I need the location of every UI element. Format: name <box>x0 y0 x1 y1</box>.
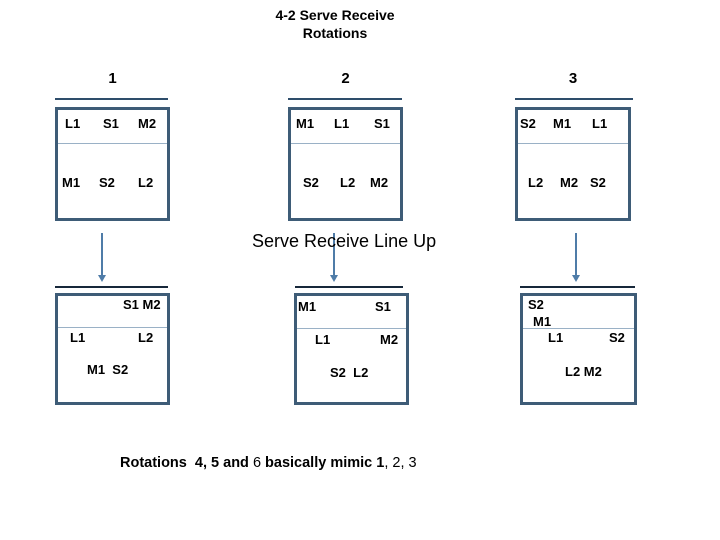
net-line <box>291 143 400 144</box>
player-label: M2 <box>380 332 399 347</box>
player-label: L1 <box>548 330 564 345</box>
lineup-2-court: M1 S1 L1 M2 S2 L2 <box>294 293 409 405</box>
title-line-1: 4-2 Serve Receive <box>275 7 395 23</box>
rotation-3-court: S2 M1 L1 L2 M2 S2 <box>515 107 631 221</box>
net-line <box>518 143 628 144</box>
net-line <box>297 328 406 329</box>
caption-segment: , 2, 3 <box>384 455 417 471</box>
player-label: L2 <box>138 330 154 345</box>
bottom-caption: Rotations 4, 5 and 6 basically mimic 1, … <box>120 455 417 471</box>
player-label: M1 <box>296 116 315 131</box>
player-label: M1 <box>298 299 317 314</box>
lineup-3-court: S2 M1 L1 S2 L2 M2 <box>520 293 637 405</box>
player-label: S1 <box>375 299 391 314</box>
player-label: L1 <box>315 332 331 347</box>
net-line <box>58 143 167 144</box>
player-label: S1 <box>103 116 119 131</box>
player-label: S2 <box>609 330 625 345</box>
player-label: M1 <box>62 175 81 190</box>
title-line-2: Rotations <box>302 25 368 41</box>
slide-title: 4-2 Serve Receive Rotations <box>225 6 445 42</box>
player-label: M1 <box>533 314 552 329</box>
player-label: S2 <box>303 175 319 190</box>
lineup-2-topline <box>295 286 403 288</box>
rotation-1-court: L1 S1 M2 M1 S2 L2 <box>55 107 170 221</box>
caption-segment: 6 <box>252 455 262 471</box>
down-arrow-3-head <box>572 275 580 282</box>
player-label: M2 <box>560 175 579 190</box>
player-label: L1 <box>592 116 608 131</box>
player-label: L2 <box>138 175 154 190</box>
player-label: L2 <box>340 175 356 190</box>
player-label: L1 <box>65 116 81 131</box>
rotation-2-number: 2 <box>341 70 350 87</box>
rotation-3-number: 3 <box>568 70 578 87</box>
player-label: S2 L2 <box>330 365 369 380</box>
player-label: M1 S2 <box>87 362 129 377</box>
rotation-2-underline <box>288 98 402 100</box>
down-arrow-3 <box>575 233 577 276</box>
down-arrow-2 <box>333 233 335 276</box>
player-label: L1 <box>70 330 86 345</box>
caption-segment: Rotations 4, 5 and <box>120 455 253 471</box>
player-label: S2 <box>99 175 115 190</box>
player-label: L2 <box>528 175 544 190</box>
lineup-1-court: S1 M2 L1 L2 M1 S2 <box>55 293 170 405</box>
down-arrow-1 <box>101 233 103 276</box>
net-line <box>523 328 634 329</box>
player-label: L2 M2 <box>565 364 602 379</box>
player-label: S2 <box>528 297 544 312</box>
lineup-1-topline <box>55 286 168 288</box>
rotation-3-underline <box>515 98 633 100</box>
down-arrow-1-head <box>98 275 106 282</box>
caption-segment: basically mimic 1 <box>261 455 385 471</box>
down-arrow-2-head <box>330 275 338 282</box>
player-label: S1 M2 <box>123 297 161 312</box>
player-label: S1 <box>374 116 390 131</box>
rotation-1-number: 1 <box>108 70 117 87</box>
player-label: M2 <box>370 175 389 190</box>
player-label: M1 <box>553 116 572 131</box>
player-label: S2 <box>590 175 606 190</box>
section-heading: Serve Receive Line Up <box>252 231 437 251</box>
rotation-2-court: M1 L1 S1 S2 L2 M2 <box>288 107 403 221</box>
rotation-1-underline <box>55 98 168 100</box>
lineup-3-topline <box>520 286 635 288</box>
net-line <box>58 327 167 328</box>
player-label: S2 <box>520 116 536 131</box>
player-label: M2 <box>138 116 157 131</box>
player-label: L1 <box>334 116 350 131</box>
